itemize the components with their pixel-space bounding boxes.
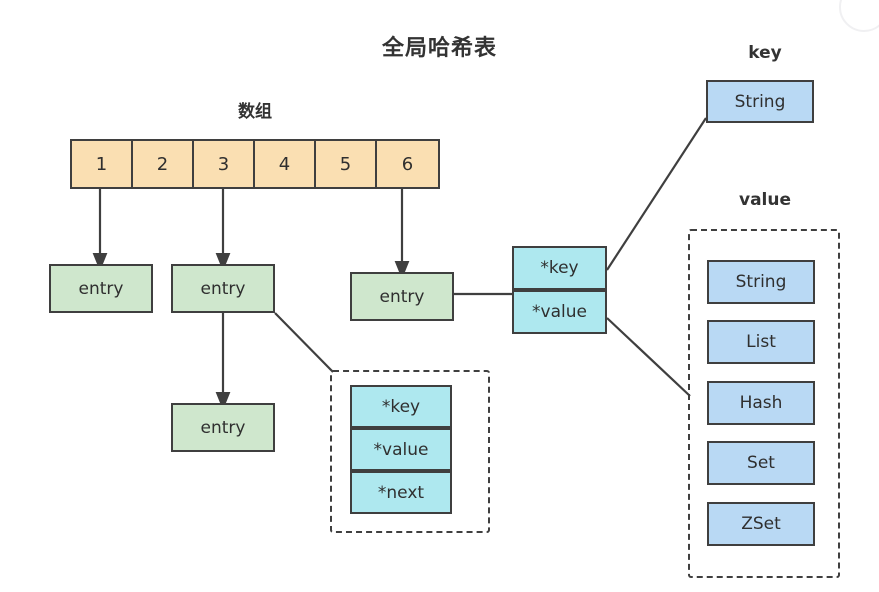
value-label: value [738,190,791,210]
edge-value-group [606,317,691,397]
array-cell[interactable]: 5 [316,141,377,187]
array-cell[interactable]: 4 [255,141,316,187]
value-type-set[interactable]: Set [707,441,815,485]
value-type-string[interactable]: String [707,260,815,304]
value-type-zset[interactable]: ZSet [707,502,815,546]
array-label: 数组 [238,102,272,122]
value-type-hash[interactable]: Hash [707,381,815,425]
hash-array: 1 2 3 4 5 6 [70,139,440,189]
key-type-string[interactable]: String [706,80,814,123]
pointer-field-value[interactable]: *value [512,290,607,334]
pointer-field-value[interactable]: *value [350,428,452,471]
value-types-group [688,229,840,578]
value-type-list[interactable]: List [707,320,815,364]
entry-box[interactable]: entry [171,264,275,313]
page-title: 全局哈希表 [381,36,497,61]
entry-box[interactable]: entry [171,403,275,452]
pointer-field-key[interactable]: *key [350,385,452,428]
edge-entry2-struct [274,312,334,373]
key-label: key [748,43,782,63]
array-cell[interactable]: 6 [377,141,438,187]
entry-struct-group [330,370,490,533]
entry-box[interactable]: entry [49,264,153,313]
pointer-field-next[interactable]: *next [350,471,452,514]
array-cell[interactable]: 3 [194,141,255,187]
corner-artifact [839,0,879,32]
pointer-field-key[interactable]: *key [512,246,607,290]
array-cell[interactable]: 1 [72,141,133,187]
array-cell[interactable]: 2 [133,141,194,187]
entry-box[interactable]: entry [350,272,454,321]
